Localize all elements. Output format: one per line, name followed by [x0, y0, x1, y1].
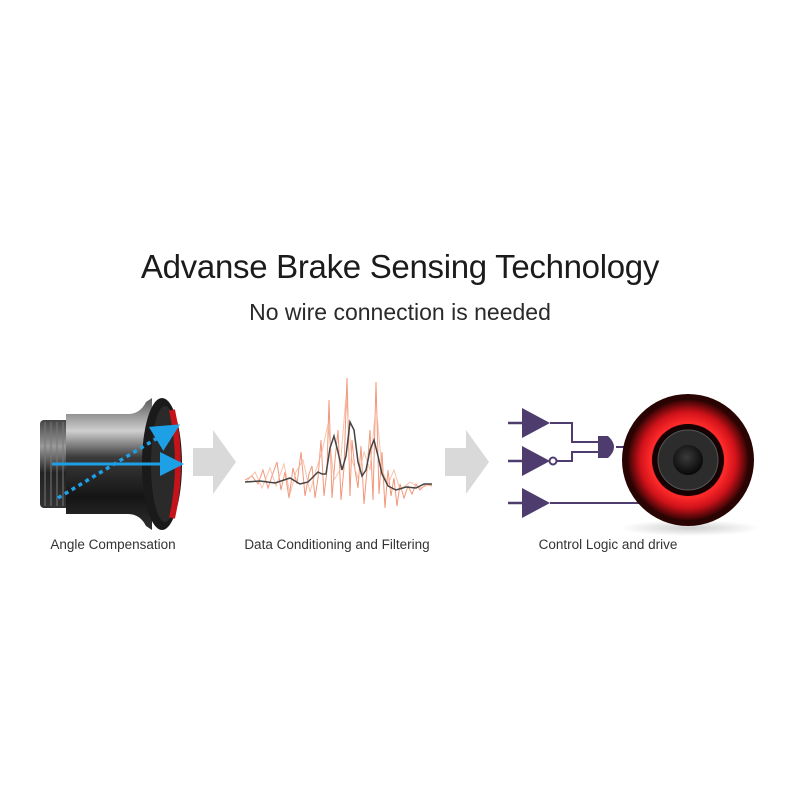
stage-caption-angle-compensation: Angle Compensation [50, 537, 176, 552]
sensor-body-illustration [40, 398, 184, 530]
stage-caption-control-logic: Control Logic and drive [538, 537, 678, 552]
amplifier-1-icon [522, 408, 550, 438]
step-arrow-1 [193, 430, 236, 494]
tilt-arrow [57, 424, 180, 500]
amplifier-2-icon [522, 446, 550, 476]
signal-waveform [244, 377, 433, 509]
stage-caption-data-conditioning: Data Conditioning and Filtering [244, 537, 430, 552]
process-diagram [40, 377, 760, 536]
amplifier-3-icon [522, 488, 550, 518]
step-arrow-2 [445, 430, 489, 494]
control-logic-circuit [508, 408, 640, 518]
page-title: Advanse Brake Sensing Technology [140, 248, 660, 285]
and-gate-icon [598, 436, 614, 458]
tail-light-illustration [620, 394, 760, 536]
page-subtitle: No wire connection is needed [249, 299, 551, 325]
